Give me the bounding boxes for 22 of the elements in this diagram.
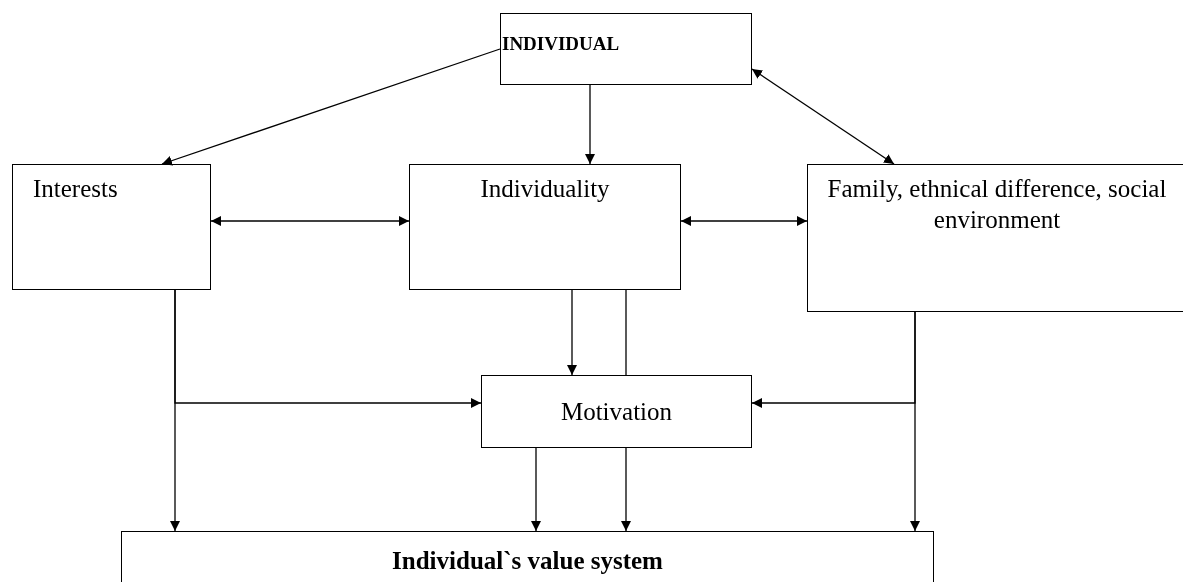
process-box	[12, 164, 211, 290]
box-label: INDIVIDUAL	[502, 32, 620, 56]
box-label: Individual`s value system	[392, 546, 663, 576]
arrow	[161, 48, 501, 166]
process-box	[500, 13, 752, 85]
arrow	[531, 447, 541, 532]
arrow	[621, 447, 631, 532]
process-box	[121, 531, 934, 582]
process-box	[807, 164, 1183, 312]
box-label: Interests	[33, 174, 118, 204]
box-label: Family, ethnical difference, social environment	[826, 174, 1168, 236]
arrow	[567, 289, 577, 376]
arrow	[174, 289, 482, 408]
arrow	[751, 311, 916, 408]
box-label: Motivation	[560, 396, 673, 427]
process-box	[481, 375, 752, 448]
arrow	[751, 68, 895, 165]
box-label: Individuality	[480, 174, 610, 204]
process-box	[409, 164, 681, 290]
arrow	[680, 216, 808, 226]
arrow	[585, 84, 595, 165]
arrow	[210, 216, 410, 226]
